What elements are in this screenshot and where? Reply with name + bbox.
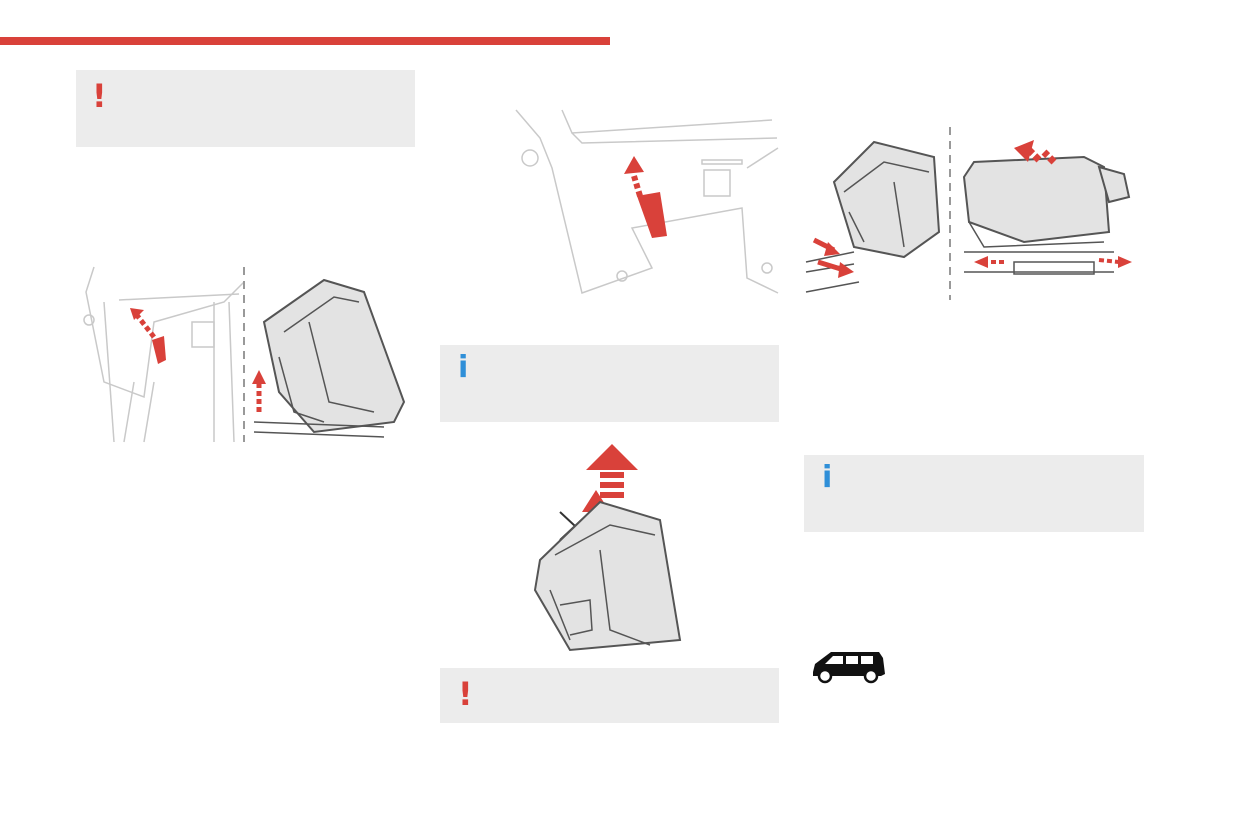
warning-note: !	[76, 70, 415, 147]
exclamation-icon: !	[92, 77, 107, 115]
info-icon: i	[822, 460, 833, 495]
seat-release-illustration	[74, 262, 419, 447]
section-header-rule	[0, 37, 610, 45]
warning-note: !	[440, 668, 779, 723]
exclamation-icon: !	[458, 675, 473, 713]
van-icon	[809, 648, 887, 689]
info-note: i	[440, 345, 779, 422]
seat-rail-illustration	[804, 122, 1139, 302]
seat-lift-illustration	[530, 440, 690, 655]
info-note: i	[804, 455, 1144, 532]
info-icon: i	[458, 350, 469, 385]
latch-lever-illustration	[512, 108, 780, 300]
